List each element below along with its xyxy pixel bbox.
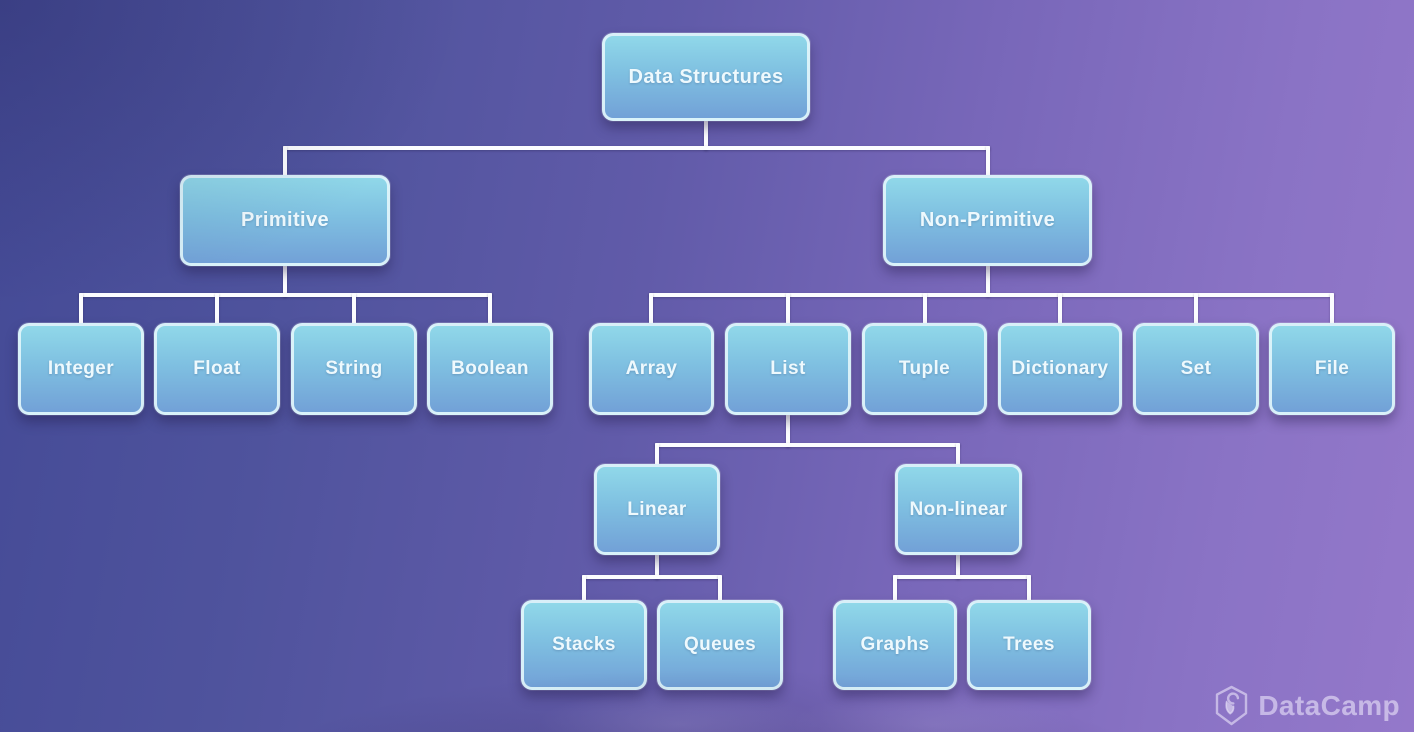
connector-vertical-line: [704, 118, 708, 150]
node-array: Array: [589, 323, 714, 415]
node-non-linear: Non-linear: [895, 464, 1022, 555]
node-list: List: [725, 323, 851, 415]
connector-vertical-line: [582, 575, 586, 604]
node-set: Set: [1133, 323, 1259, 415]
node-boolean: Boolean: [427, 323, 553, 415]
connector-vertical-line: [215, 293, 219, 327]
connector-vertical-line: [655, 552, 659, 579]
connector-vertical-line: [986, 264, 990, 297]
datacamp-logo-text: DataCamp: [1258, 689, 1400, 721]
connector-vertical-line: [283, 264, 287, 297]
connector-vertical-line: [1058, 293, 1062, 327]
connector-vertical-line: [488, 293, 492, 327]
connector-vertical-line: [352, 293, 356, 327]
node-queues: Queues: [657, 600, 783, 690]
node-dictionary: Dictionary: [998, 323, 1122, 415]
node-integer: Integer: [18, 323, 144, 415]
connector-horizontal-line: [79, 293, 492, 297]
connector-vertical-line: [1330, 293, 1334, 327]
connector-vertical-line: [986, 146, 990, 178]
node-string: String: [291, 323, 417, 415]
connector-vertical-line: [718, 575, 722, 604]
connector-vertical-line: [79, 293, 83, 327]
connector-vertical-line: [956, 552, 960, 579]
connector-vertical-line: [649, 293, 653, 327]
datacamp-logo: DataCamp: [1214, 685, 1400, 726]
node-linear: Linear: [594, 464, 720, 555]
connector-horizontal-line: [582, 575, 722, 579]
node-non-primitive: Non-Primitive: [883, 175, 1092, 266]
node-float: Float: [154, 323, 280, 415]
node-primitive: Primitive: [180, 175, 390, 266]
datacamp-torch-shield-icon: [1216, 685, 1248, 726]
connector-horizontal-line: [283, 146, 990, 150]
node-graphs: Graphs: [833, 600, 957, 690]
connector-vertical-line: [893, 575, 897, 604]
connector-vertical-line: [923, 293, 927, 327]
connector-vertical-line: [283, 146, 287, 178]
connector-vertical-line: [786, 293, 790, 327]
connector-horizontal-line: [649, 293, 1334, 297]
node-tuple: Tuple: [862, 323, 987, 415]
connector-vertical-line: [655, 443, 659, 468]
node-file: File: [1269, 323, 1395, 415]
node-stacks: Stacks: [521, 600, 647, 690]
connector-vertical-line: [1194, 293, 1198, 327]
node-data-structures: Data Structures: [602, 33, 810, 121]
connector-vertical-line: [786, 412, 790, 447]
connector-vertical-line: [1027, 575, 1031, 604]
connector-horizontal-line: [893, 575, 1031, 579]
connector-horizontal-line: [655, 443, 960, 447]
connector-vertical-line: [956, 443, 960, 468]
node-trees: Trees: [967, 600, 1091, 690]
